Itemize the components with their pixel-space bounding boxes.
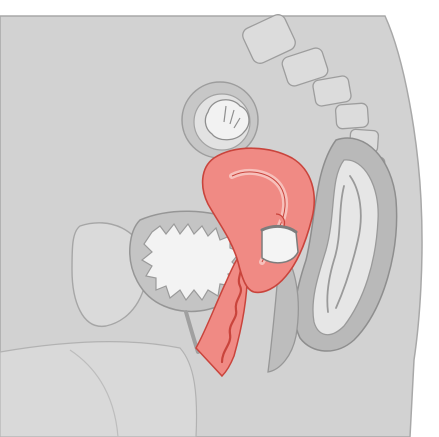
ovary-group [182,82,258,158]
vertebra [312,75,352,107]
cervical-cap [262,226,298,262]
thigh-outline [0,342,197,437]
vertebra [335,103,369,129]
